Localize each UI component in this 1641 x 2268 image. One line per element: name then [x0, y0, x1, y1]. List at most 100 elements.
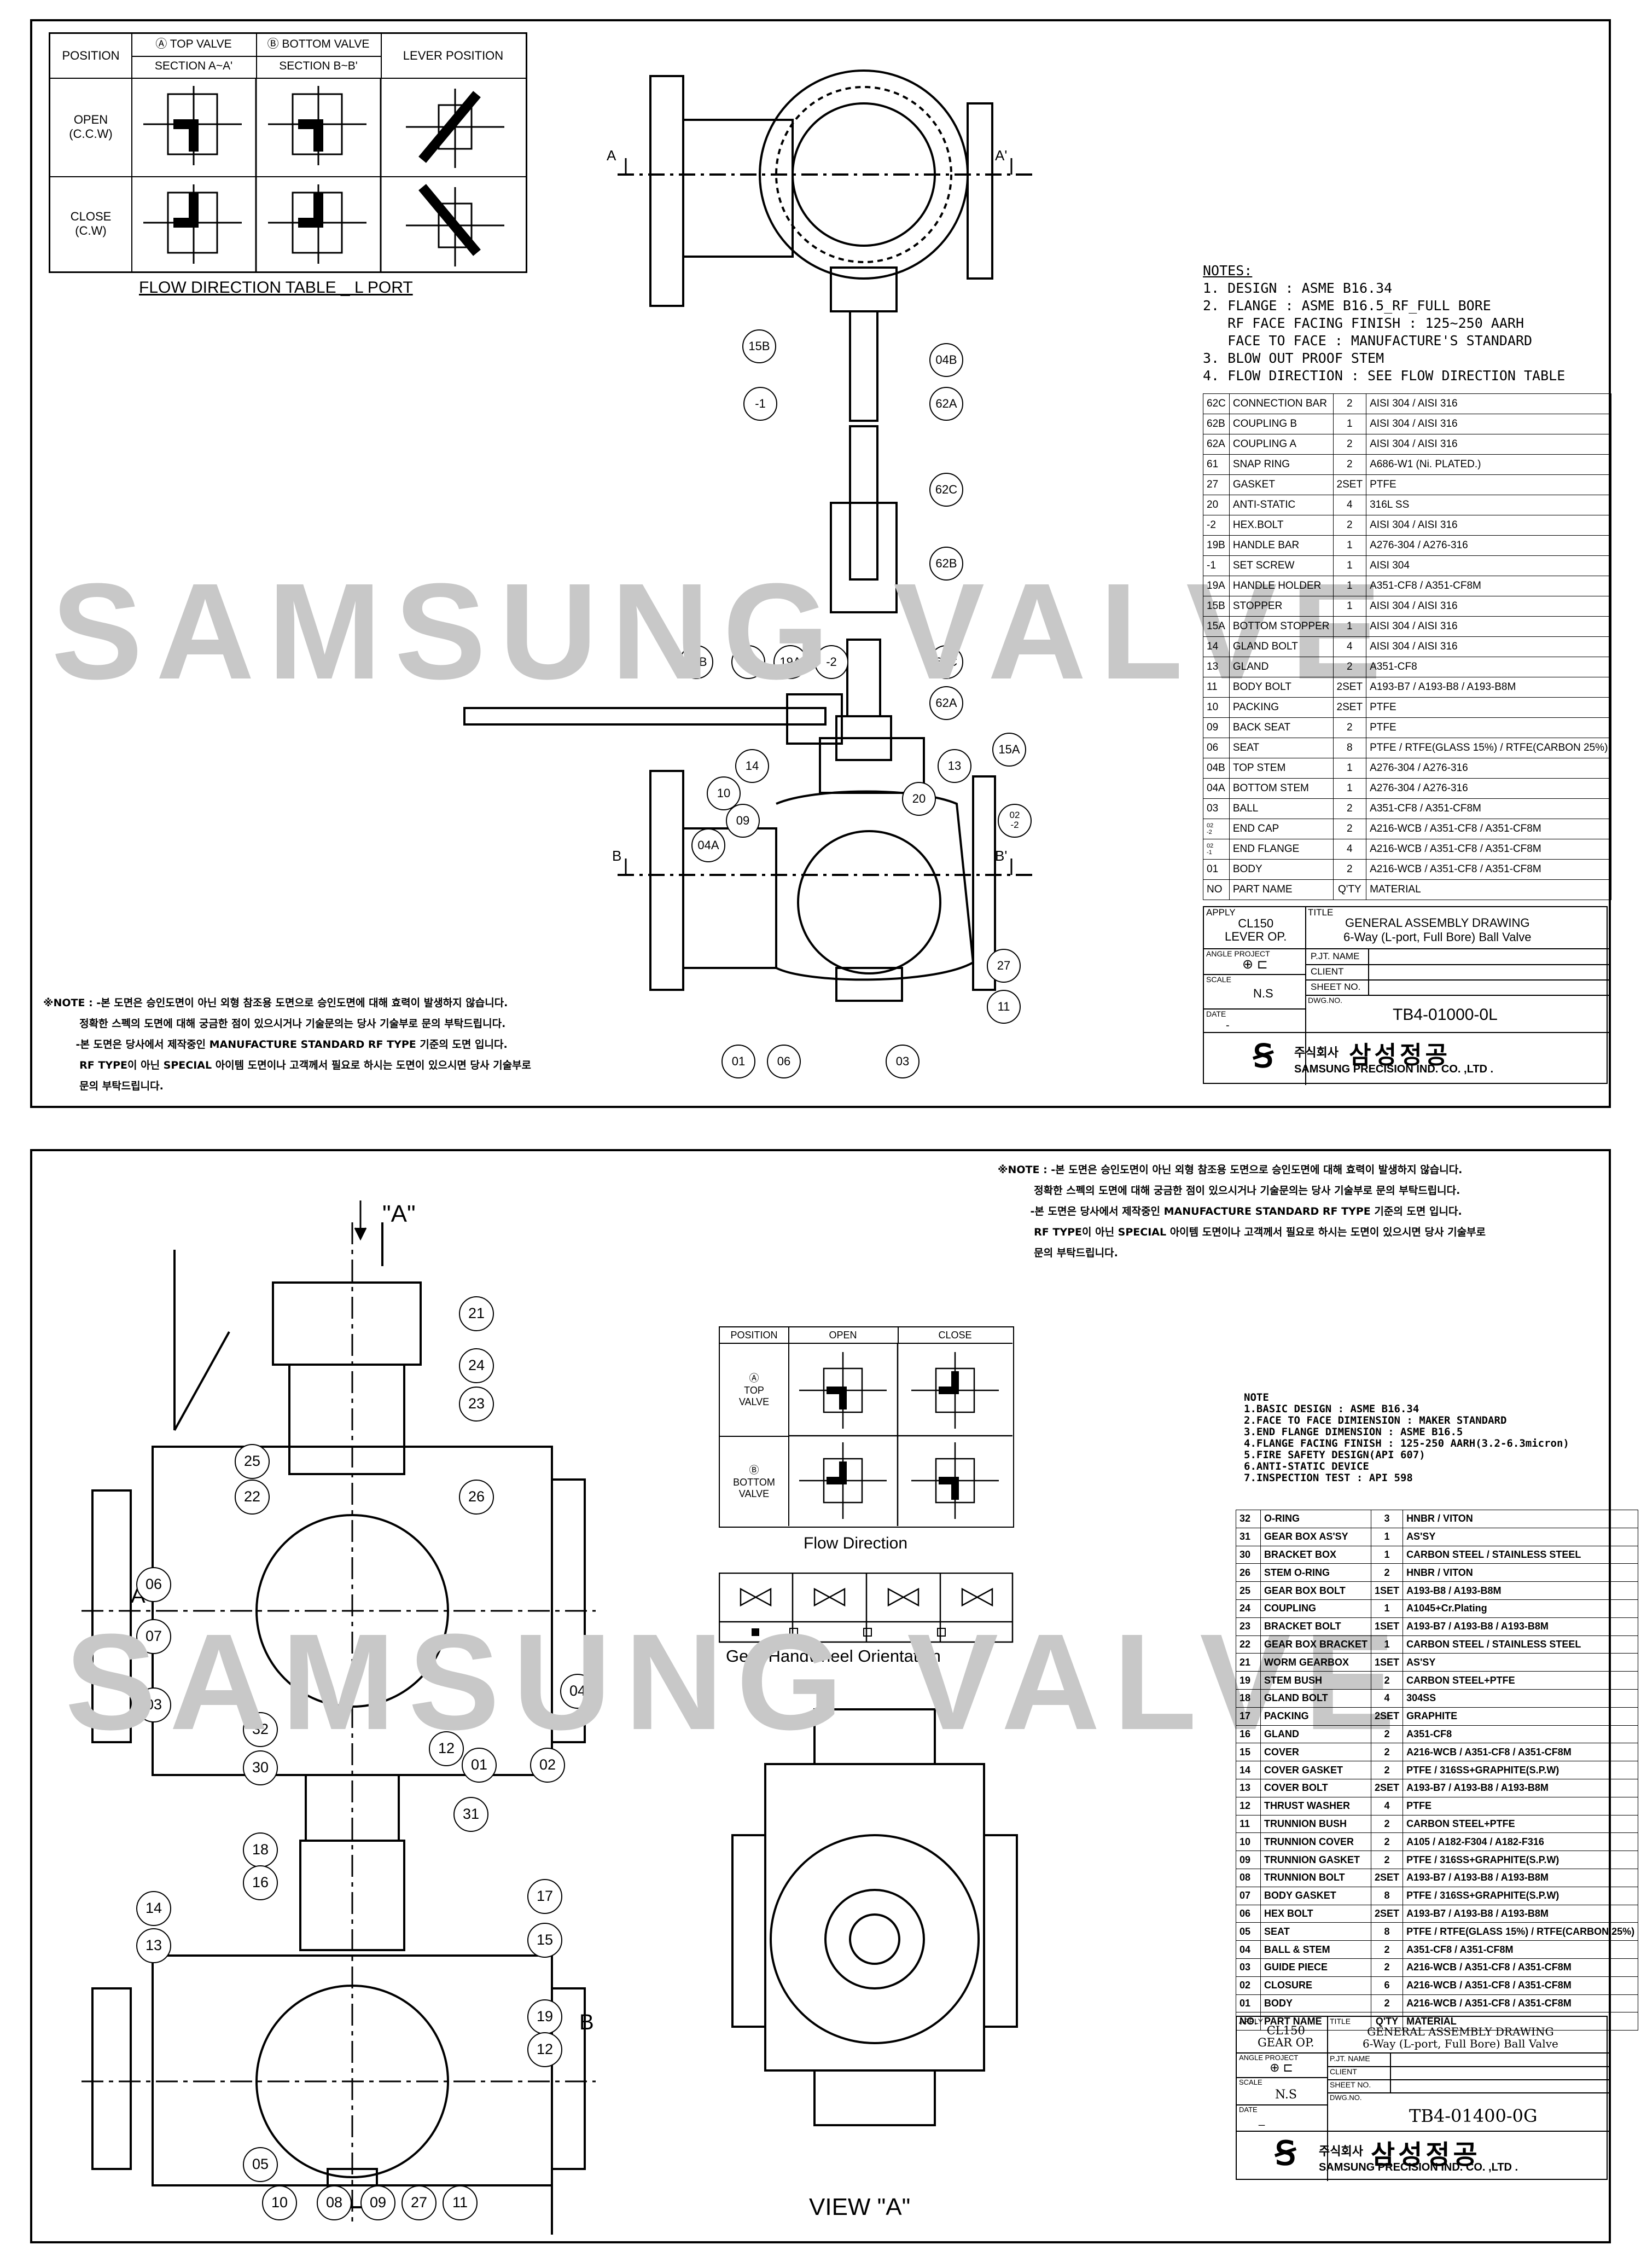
part-no-cell: 05 [1235, 1922, 1261, 1941]
handwheel-caption: Gear Handwheel Orientation [726, 1646, 941, 1666]
part-no-cell: 02 [1235, 1976, 1261, 1995]
part-balloon: 27 [987, 949, 1021, 983]
flow-direction-table: POSITION OPEN CLOSE Ⓐ TOP VALVE Ⓑ BOTTOM… [719, 1326, 1014, 1528]
quantity-cell: 1SET [1371, 1653, 1404, 1672]
part-name-cell: BALL & STEM [1260, 1940, 1372, 1959]
company-name-english: SAMSUNG PRECISION IND. CO. ,LTD . [1319, 2161, 1518, 2173]
part-no-cell: 11 [1235, 1814, 1261, 1834]
quantity-cell: 2 [1332, 798, 1367, 819]
row-open-label: OPEN (C.C.W) [50, 78, 132, 177]
quantity-cell: 2 [1332, 859, 1367, 880]
bottom-valve-header: Ⓑ BOTTOM VALVE [256, 34, 382, 57]
part-balloon: 17 [527, 1879, 562, 1914]
part-balloon: 25 [235, 1444, 270, 1479]
part-balloon: 23 [459, 1387, 494, 1422]
quantity-cell: 2 [1371, 1994, 1404, 2013]
title-block: APPLY CL150 LEVER OP. TITLE GENERAL ASSE… [1203, 906, 1609, 1085]
material-cell: AS'SY [1403, 1527, 1639, 1546]
part-name-cell: BRACKET BOLT [1260, 1617, 1372, 1636]
part-name-cell: PART NAME [1229, 879, 1334, 900]
project-name-label: P.JT. NAME [1330, 2054, 1370, 2063]
date-label: DATE [1206, 1010, 1226, 1018]
company-prefix: 주식회사 [1294, 1046, 1339, 1059]
material-cell: PTFE [1403, 1796, 1639, 1815]
row-bottom-valve-label: Ⓑ BOTTOM VALVE [720, 1436, 789, 1526]
part-no-cell: 09 [1235, 1851, 1261, 1869]
material-cell: AISI 304 / AISI 316 [1366, 596, 1612, 617]
section-mark-b: B [612, 848, 622, 864]
notes-body: 1.BASIC DESIGN : ASME B16.34 2.FACE TO F… [1244, 1403, 1569, 1484]
date-label: DATE [1239, 2105, 1258, 2114]
quantity-cell: 1SET [1371, 1617, 1404, 1636]
part-name-cell: BRACKET BOX [1260, 1545, 1372, 1564]
part-no-cell: 02 -1 [1203, 839, 1230, 860]
quantity-cell: 2 [1332, 454, 1367, 475]
part-name-cell: GASKET [1229, 474, 1334, 495]
quantity-cell: 2 [1332, 434, 1367, 455]
material-cell: A193-B7 / A193-B8 / A193-B8M [1403, 1778, 1639, 1797]
part-name-cell: GEAR BOX BOLT [1260, 1581, 1372, 1600]
part-no-cell: 23 [1235, 1617, 1261, 1636]
apply-label: APPLY [1239, 2017, 1264, 2026]
quantity-cell: 3 [1371, 1510, 1404, 1528]
part-name-cell: PACKING [1229, 697, 1334, 718]
handwheel-orientation-table [719, 1573, 1014, 1643]
part-no-cell: -1 [1203, 555, 1230, 576]
part-no-cell: 13 [1203, 657, 1230, 677]
part-name-cell: GLAND [1260, 1725, 1372, 1744]
part-no-cell: 15 [1235, 1743, 1261, 1762]
material-cell: MATERIAL [1366, 879, 1612, 900]
part-name-cell: TRUNNION BOLT [1260, 1868, 1372, 1887]
part-balloon: 14 [136, 1891, 171, 1926]
part-balloon: 30 [243, 1750, 278, 1785]
material-cell: AS'SY [1403, 1653, 1639, 1672]
part-no-cell: 19A [1203, 576, 1230, 596]
part-no-cell: NO. [1235, 2012, 1261, 2031]
quantity-cell: 1 [1371, 1635, 1404, 1654]
material-cell: A351-CF8 / A351-CF8M [1366, 576, 1612, 596]
quantity-cell: 8 [1371, 1922, 1404, 1941]
part-name-cell: CONNECTION BAR [1229, 393, 1334, 414]
part-balloon: 19A [773, 645, 807, 679]
material-cell: MATERIAL [1403, 2012, 1639, 2031]
part-no-cell: 18 [1235, 1689, 1261, 1708]
quantity-cell: 8 [1332, 738, 1367, 758]
part-name-cell: SEAT [1260, 1922, 1372, 1941]
part-balloon: 19 [527, 1999, 562, 2034]
quantity-cell: 2 [1332, 393, 1367, 414]
dwg-no-label: DWG.NO. [1330, 2093, 1362, 2102]
company-logo-icon: Ꞩ [1275, 2135, 1296, 2172]
part-balloon: 07 [136, 1619, 171, 1654]
part-balloon: 13 [938, 749, 971, 783]
quantity-cell: 2 [1371, 1761, 1404, 1779]
material-cell: AISI 304 / AISI 316 [1366, 515, 1612, 536]
quantity-cell: 2 [1371, 1832, 1404, 1852]
material-cell: PTFE [1366, 717, 1612, 738]
material-cell: A216-WCB / A351-CF8 / A351-CF8M [1403, 1743, 1639, 1762]
row-top-valve-label: Ⓐ TOP VALVE [720, 1343, 789, 1437]
part-balloon: 20 [902, 782, 936, 816]
part-no-cell: 22 [1235, 1635, 1261, 1654]
material-cell: HNBR / VITON [1403, 1510, 1639, 1528]
part-name-cell: GUIDE PIECE [1260, 1958, 1372, 1977]
part-balloon: 16 [243, 1865, 278, 1900]
part-no-cell: 08 [1235, 1868, 1261, 1887]
material-cell: CARBON STEEL / STAINLESS STEEL [1403, 1635, 1639, 1654]
part-balloon: 03 [886, 1045, 920, 1078]
part-name-cell: BODY [1260, 1994, 1372, 2013]
